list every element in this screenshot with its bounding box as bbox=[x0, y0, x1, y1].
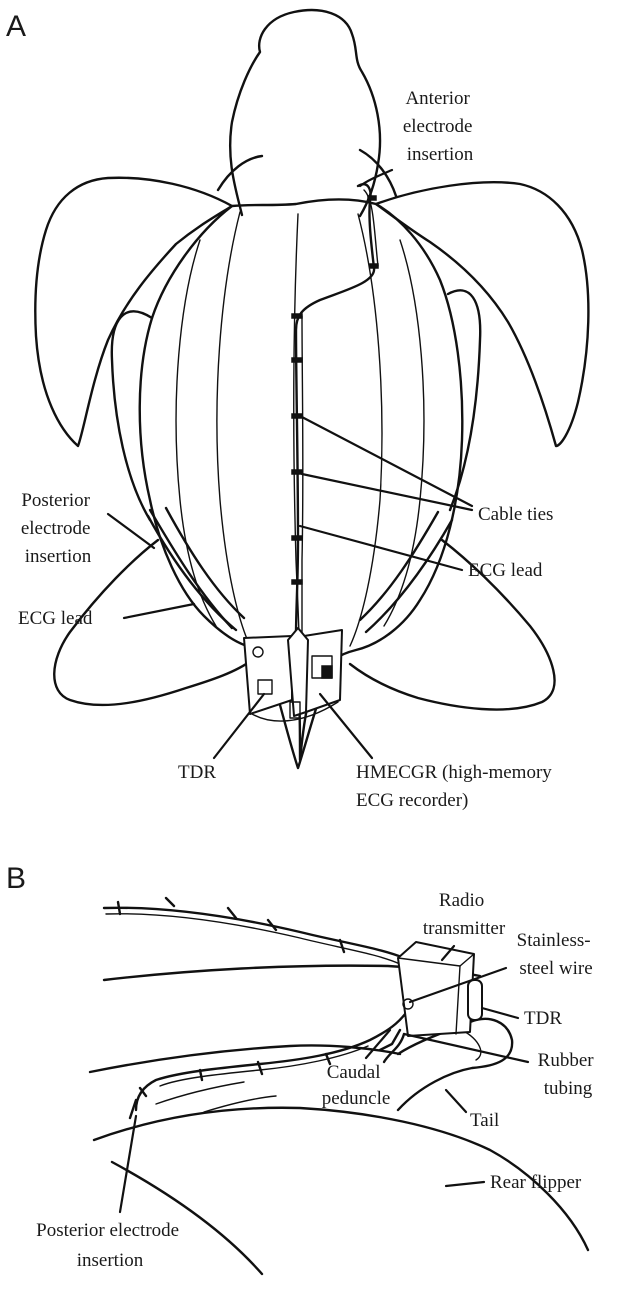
turtle-drawing bbox=[35, 10, 588, 768]
label-line: peduncle bbox=[322, 1088, 391, 1109]
cable-tie bbox=[292, 470, 302, 474]
leader-line bbox=[214, 694, 264, 758]
label-line: Posterior bbox=[21, 490, 90, 511]
label-posterior-electrode-insertion: Posterior electrode insertion bbox=[21, 490, 154, 567]
dorsal-ridge-4 bbox=[176, 240, 216, 626]
package-body bbox=[398, 942, 474, 1036]
center-spine bbox=[288, 628, 308, 716]
svg-text:Posterior electrode in: Posterior electrode insertion bbox=[36, 1220, 184, 1271]
ecg-lead-cable bbox=[296, 184, 374, 636]
svg-text:Rubber tubing: Rubber tubing bbox=[538, 1050, 599, 1099]
svg-text:HMECGR (high-memory EC: HMECGR (high-memory ECG recorder) bbox=[356, 762, 557, 811]
hmecgr-panel-fill bbox=[322, 666, 332, 678]
package-b bbox=[380, 942, 482, 1062]
tdr-cylinder bbox=[468, 980, 482, 1020]
label-line: Stainless- bbox=[517, 930, 591, 951]
leader-line bbox=[124, 604, 194, 618]
leader-line bbox=[446, 1090, 466, 1112]
label-posterior-electrode-insertion-b: Posterior electrode insertion bbox=[36, 1116, 184, 1271]
right-front-flipper bbox=[376, 182, 588, 446]
dorsal-ridge-3 bbox=[350, 214, 382, 646]
label-text: TDR bbox=[178, 762, 216, 783]
tail-region-drawing bbox=[90, 898, 588, 1274]
label-ecg-lead-right: ECG lead bbox=[300, 526, 543, 581]
panel-a: A bbox=[6, 10, 588, 811]
svg-text:Caudal peduncle: Caudal peduncle bbox=[322, 1062, 391, 1109]
label-text: ECG lead bbox=[468, 560, 543, 581]
label-line: transmitter bbox=[423, 918, 506, 939]
leader-line bbox=[320, 694, 372, 758]
leader-line bbox=[404, 1034, 528, 1062]
label-line: steel wire bbox=[519, 958, 592, 979]
label-ecg-lead-left: ECG lead bbox=[18, 604, 194, 629]
cable-tie bbox=[292, 314, 302, 318]
svg-text:Posterior electrode: Posterior electrode insertion bbox=[21, 490, 95, 567]
label-line: electrode bbox=[21, 518, 91, 539]
cable-tie bbox=[292, 358, 302, 362]
label-line: Posterior electrode bbox=[36, 1220, 179, 1241]
label-hmecgr: HMECGR (high-memory ECG recorder) bbox=[320, 694, 557, 811]
label-tail: Tail bbox=[446, 1090, 499, 1131]
label-tdr-b: TDR bbox=[482, 1008, 562, 1029]
cable-tie bbox=[370, 264, 378, 268]
tdr-box bbox=[244, 636, 292, 714]
panel-b-letter: B bbox=[6, 862, 26, 895]
cable-tie bbox=[368, 196, 376, 200]
panel-a-letter: A bbox=[6, 10, 26, 43]
label-line: insertion bbox=[407, 144, 474, 165]
leader-line bbox=[108, 514, 154, 548]
label-cable-ties: Cable ties bbox=[300, 416, 553, 525]
svg-text:Radio transmitter: Radio transmitter bbox=[423, 890, 506, 939]
svg-text:Anterior electrode: Anterior electrode insertion bbox=[403, 88, 477, 165]
label-line: tubing bbox=[544, 1078, 593, 1099]
cable-tie bbox=[292, 580, 302, 584]
flipper-line-1 bbox=[156, 1082, 244, 1104]
label-line: Radio bbox=[439, 890, 484, 911]
label-line: Caudal bbox=[327, 1062, 381, 1083]
dorsal-ridge-2 bbox=[217, 212, 250, 646]
ecg-lead-cable-inner bbox=[302, 190, 378, 636]
leader-line bbox=[482, 1008, 518, 1018]
label-line: HMECGR (high-memory bbox=[356, 762, 552, 783]
label-line: electrode bbox=[403, 116, 473, 137]
label-line: insertion bbox=[25, 546, 92, 567]
label-line: insertion bbox=[77, 1250, 144, 1271]
leader-line bbox=[300, 526, 462, 570]
label-rear-flipper: Rear flipper bbox=[446, 1172, 582, 1193]
label-caudal-peduncle: Caudal peduncle bbox=[322, 1030, 391, 1109]
tail-fold bbox=[462, 1030, 481, 1060]
svg-text:Stainless- steel wire: Stainless- steel wire bbox=[517, 930, 596, 979]
cable-tie bbox=[292, 536, 302, 540]
label-text: ECG lead bbox=[18, 608, 93, 629]
label-line: Rubber bbox=[538, 1050, 595, 1071]
label-text: TDR bbox=[524, 1008, 562, 1029]
label-text: Tail bbox=[470, 1110, 499, 1131]
panel-b: B bbox=[6, 862, 598, 1274]
label-text: Cable ties bbox=[478, 504, 553, 525]
recorder-package bbox=[244, 628, 342, 721]
label-text: Rear flipper bbox=[490, 1172, 582, 1193]
label-line: Anterior bbox=[405, 88, 470, 109]
label-rubber-tubing: Rubber tubing bbox=[404, 1034, 598, 1099]
leader-line bbox=[446, 1182, 484, 1186]
leader-line bbox=[366, 1030, 390, 1058]
label-line: ECG recorder) bbox=[356, 790, 468, 811]
cable-ties-group bbox=[292, 196, 378, 584]
